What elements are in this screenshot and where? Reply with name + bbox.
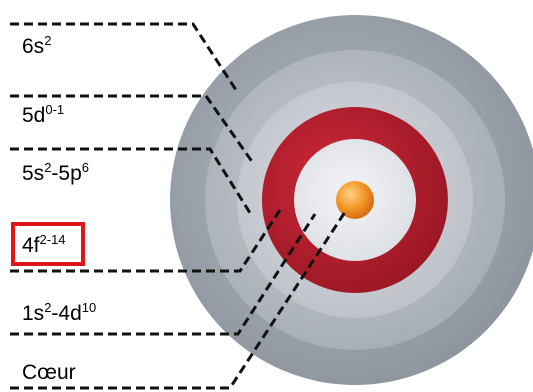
leader-line-5d [10, 94, 255, 164]
label-4d-sup: 10 [81, 300, 97, 315]
label-5s-sup: 2 [44, 160, 52, 175]
leader-line-core [10, 211, 347, 390]
label-5p-base: -5p [51, 162, 82, 185]
label-1s-sup: 2 [44, 300, 52, 315]
label-6s: 6s2 [22, 33, 52, 58]
leader-line-4f [10, 209, 282, 273]
label-4d-base: -4d [51, 302, 82, 325]
label-5d-base: 5d [22, 104, 46, 127]
label-5p-sup: 6 [81, 160, 90, 175]
label-5d: 5d0-1 [22, 102, 65, 127]
label-5s-base: 5s [22, 162, 45, 185]
label-1s-base: 1s [22, 302, 45, 325]
label-4f-sup: 2-14 [39, 232, 66, 247]
label-4f: 4f2-14 [22, 232, 66, 257]
label-6s-base: 6s [22, 35, 45, 58]
leader-line-6s [10, 22, 238, 91]
nucleus [336, 181, 374, 219]
label-4f-base: 4f [22, 234, 40, 257]
label-5d-sup: 0-1 [45, 102, 65, 117]
leader-line-1s4d [10, 213, 317, 336]
leader-line-5s5p [10, 147, 252, 214]
label-1s-4d: 1s2-4d10 [22, 300, 97, 325]
label-6s-sup: 2 [44, 33, 52, 48]
label-5s-5p: 5s2-5p6 [22, 160, 90, 185]
highlight-box-4f [11, 222, 85, 266]
label-core: Cœur [22, 361, 76, 384]
